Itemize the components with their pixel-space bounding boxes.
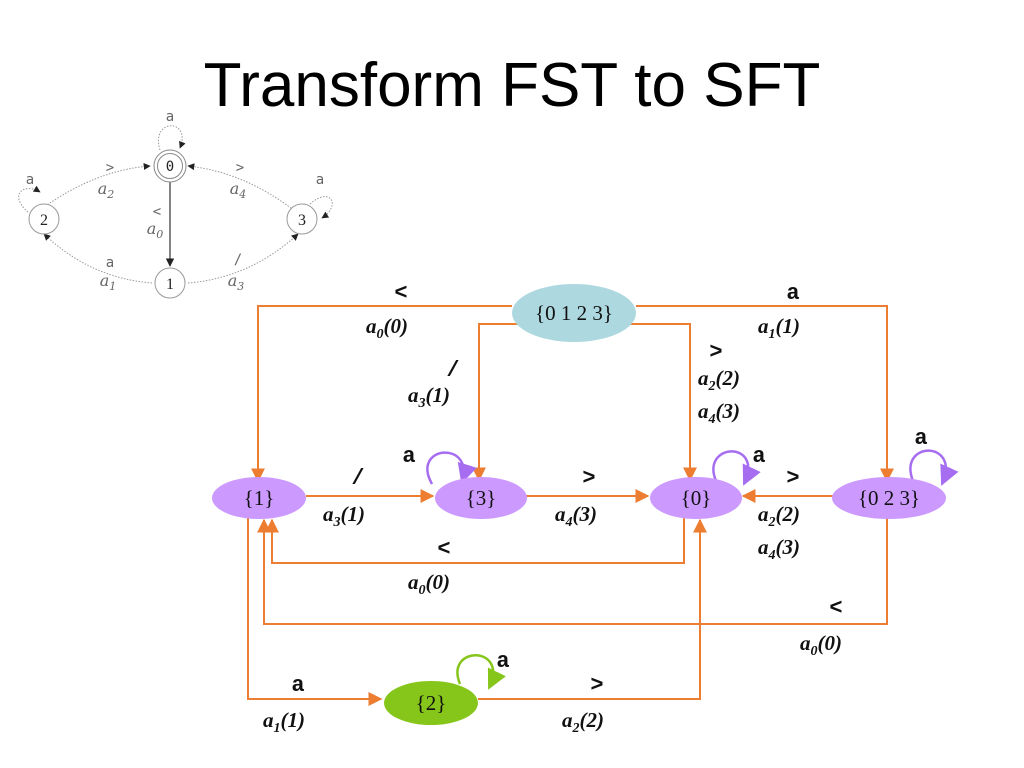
edge-s023-to-s1: [257, 514, 888, 625]
label-loop-s2: a: [496, 649, 509, 674]
label-top-right-sym: a: [786, 281, 799, 306]
fst-edge-1-to-2: [43, 233, 153, 284]
fst-edge-3-to-0: [187, 163, 297, 213]
sft-state-s0123: {0 1 2 3}: [512, 284, 636, 342]
edge-s0-to-s1: [265, 518, 685, 564]
fst-state-1: 1: [154, 267, 186, 299]
sft-loops: [426, 449, 959, 690]
label-top-left-sym: <: [394, 281, 407, 306]
label-s1-s2-out: a1(1): [263, 708, 305, 736]
svg-text:{2}: {2}: [416, 691, 447, 715]
svg-text:{0}: {0}: [681, 486, 712, 510]
fst-edge-1-to-3: [187, 233, 299, 284]
label-s3-s0-sym: >: [582, 466, 595, 491]
fst-diagram: 0 1 2 3 a a a > a2 > a4 < a0 a a1 / a3: [18, 109, 333, 299]
fst-state-0: 0: [153, 149, 187, 183]
label-top-right-out: a1(1): [758, 314, 800, 342]
label-s023-s1-out: a0(0): [800, 631, 842, 659]
fst-state-2: 2: [28, 203, 60, 235]
label-mid-right-sym: >: [709, 340, 722, 365]
edge-s0123-to-s023: [636, 305, 894, 483]
svg-text:1: 1: [166, 276, 174, 293]
fst-label-e02-out: a2: [98, 179, 115, 201]
fst-loop-2: [18, 185, 41, 213]
label-top-left-out: a0(0): [366, 314, 408, 342]
fst-label-loop3: a: [316, 172, 324, 188]
label-loop-s023: a: [914, 426, 927, 451]
label-s2-s0-out: a2(2): [562, 708, 604, 736]
sft-state-s3: {3}: [435, 477, 527, 519]
label-s023-s0-sym: >: [786, 466, 799, 491]
fst-loop-0: [157, 125, 186, 151]
fst-label-loop2: a: [26, 172, 34, 188]
label-s1-s3-sym: /: [351, 466, 364, 491]
label-mid-right-out2: a4(3): [698, 399, 740, 427]
edge-s0123-to-s0: [620, 323, 697, 482]
edge-s1-to-s2: [247, 518, 383, 706]
fst-edge-2-to-0: [39, 162, 151, 211]
fst-label-e12-sym: a: [106, 255, 114, 271]
sft-state-s1: {1}: [212, 477, 306, 519]
svg-text:{0 2 3}: {0 2 3}: [858, 486, 920, 510]
label-s023-s1-sym: <: [829, 596, 842, 621]
svg-text:{0 1 2 3}: {0 1 2 3}: [535, 301, 613, 325]
fst-label-e12-out: a1: [100, 271, 117, 293]
fst-label-e30-sym: >: [236, 160, 244, 176]
sft-labels: < a0(0) a a1(1) / a3(1) > a2(2) a4(3) / …: [263, 281, 928, 736]
label-mid-left-sym: /: [446, 358, 459, 383]
label-s023-s0-out1: a2(2): [758, 502, 800, 530]
fst-label-e13-sym: /: [234, 252, 242, 268]
loop-s3: [426, 451, 477, 485]
fst-label-e01-sym: <: [153, 204, 161, 220]
fst-label-e13-out: a3: [228, 271, 245, 293]
sft-state-s0: {0}: [650, 477, 742, 519]
fst-state-3: 3: [286, 203, 318, 235]
fst-loop-3: [309, 196, 333, 219]
svg-text:0: 0: [166, 159, 174, 175]
label-s1-s2-sym: a: [291, 673, 304, 698]
fst-label-loop0: a: [166, 109, 174, 125]
label-loop-s0: a: [752, 444, 765, 469]
fst-label-e02-sym: >: [106, 160, 114, 176]
label-s023-s0-out2: a4(3): [758, 535, 800, 563]
loop-s023: [909, 449, 959, 486]
label-s1-s3-out: a3(1): [323, 502, 365, 530]
svg-text:{3}: {3}: [466, 486, 497, 510]
sft-diagram: [247, 305, 894, 706]
edge-s0123-to-s3: [472, 323, 530, 482]
sft-state-s2: {2}: [384, 681, 478, 725]
fst-label-e30-out: a4: [230, 179, 247, 201]
loop-s2: [456, 654, 506, 690]
fst-label-e01-out: a0: [147, 219, 164, 241]
svg-text:3: 3: [298, 212, 306, 229]
svg-text:{1}: {1}: [244, 486, 275, 510]
sft-state-s023: {0 2 3}: [832, 477, 946, 519]
loop-s0: [712, 450, 761, 486]
edge-s0123-to-s1: [251, 305, 512, 483]
label-mid-right-out1: a2(2): [698, 366, 740, 394]
label-loop-s3: a: [402, 444, 415, 469]
edge-s2-to-s0: [478, 518, 707, 700]
slide-title: Transform FST to SFT: [203, 51, 821, 120]
label-mid-left-out: a3(1): [408, 383, 450, 411]
label-s0-s1-sym: <: [437, 537, 450, 562]
label-s0-s1-out: a0(0): [408, 570, 450, 598]
label-s2-s0-sym: >: [590, 673, 603, 698]
svg-text:2: 2: [40, 212, 48, 229]
label-s3-s0-out: a4(3): [555, 502, 597, 530]
